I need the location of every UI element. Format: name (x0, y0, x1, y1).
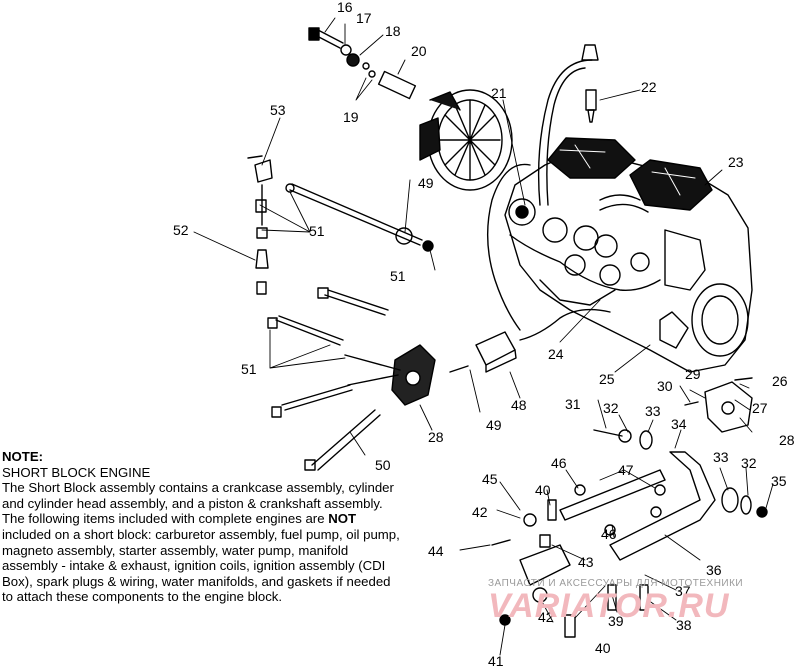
drive-clutch (377, 70, 513, 191)
watermark-brand: VARIATOR.RU (488, 587, 730, 625)
callout: 17 (356, 10, 372, 26)
callout: 41 (488, 653, 504, 669)
note-body-emphasis: NOT (328, 511, 357, 527)
callout: 23 (728, 154, 744, 170)
callout: 49 (418, 175, 434, 191)
callout: 30 (657, 378, 673, 394)
callout: 28 (428, 429, 444, 445)
callout: 20 (411, 43, 427, 59)
water-pump-left (267, 287, 469, 471)
hose-right (519, 308, 611, 341)
callout: 37 (675, 583, 691, 599)
callout: 21 (491, 85, 507, 101)
callout: 48 (511, 397, 527, 413)
hose-left (486, 163, 531, 331)
callout: 33 (713, 449, 729, 465)
callout: 34 (671, 416, 687, 432)
callout: 42 (538, 609, 554, 625)
callout: 51 (390, 268, 406, 284)
callout: 19 (343, 109, 359, 125)
callout: 26 (772, 373, 788, 389)
spark-plug (581, 44, 599, 123)
callout: 32 (603, 400, 619, 416)
callout: 25 (599, 371, 615, 387)
clutch-bolt-stack (308, 27, 376, 78)
watermark: ЗАПЧАСТИ И АКСЕССУАРЫ ДЛЯ МОТОТЕХНИКИ VA… (488, 578, 788, 626)
note-body: The Short Block assembly contains a cran… (2, 480, 400, 605)
engine-mount (491, 451, 768, 638)
callout: 32 (741, 455, 757, 471)
callout: 27 (752, 400, 768, 416)
callout: 47 (618, 462, 634, 478)
callout: 45 (482, 471, 498, 487)
callout: 18 (385, 23, 401, 39)
callout: 33 (645, 403, 661, 419)
short-block-note: NOTE: SHORT BLOCK ENGINE The Short Block… (2, 449, 400, 605)
engine-block (504, 137, 753, 373)
note-subheading: SHORT BLOCK ENGINE (2, 464, 151, 480)
callout: 24 (548, 346, 564, 362)
cdi-box (475, 331, 517, 373)
callout: 42 (472, 504, 488, 520)
watermark-tagline: ЗАПЧАСТИ И АКСЕССУАРЫ ДЛЯ МОТОТЕХНИКИ (488, 578, 744, 589)
callout: 29 (685, 366, 701, 382)
spark-plug-wire (537, 59, 593, 206)
note-body-part2: included on a short block: carburetor as… (2, 526, 400, 605)
callout: 40 (535, 482, 551, 498)
callout: 46 (551, 455, 567, 471)
callout: 52 (173, 222, 189, 238)
callout: 51 (241, 361, 257, 377)
note-heading: NOTE: (2, 449, 44, 464)
leader-lines (193, 17, 774, 656)
callout: 39 (608, 613, 624, 629)
callout: 16 (337, 0, 353, 15)
callout: 22 (641, 79, 657, 95)
callout: 49 (486, 417, 502, 433)
callout: 40 (595, 640, 611, 656)
callout: 31 (565, 396, 581, 412)
callout: 36 (706, 562, 722, 578)
callout: 46 (601, 526, 617, 542)
callout-labels: 16 17 18 19 20 21 22 23 24 25 26 27 28 2… (173, 0, 795, 669)
note-body-part1: The Short Block assembly contains a cran… (2, 480, 394, 527)
callout: 35 (771, 473, 787, 489)
callout: 53 (270, 102, 286, 118)
callout: 43 (578, 554, 594, 570)
callout: 51 (309, 223, 325, 239)
callout: 38 (676, 617, 692, 633)
callout: 28 (779, 432, 795, 448)
callout: 50 (375, 457, 391, 473)
callout: 44 (428, 543, 444, 559)
water-pump-right (593, 377, 753, 450)
